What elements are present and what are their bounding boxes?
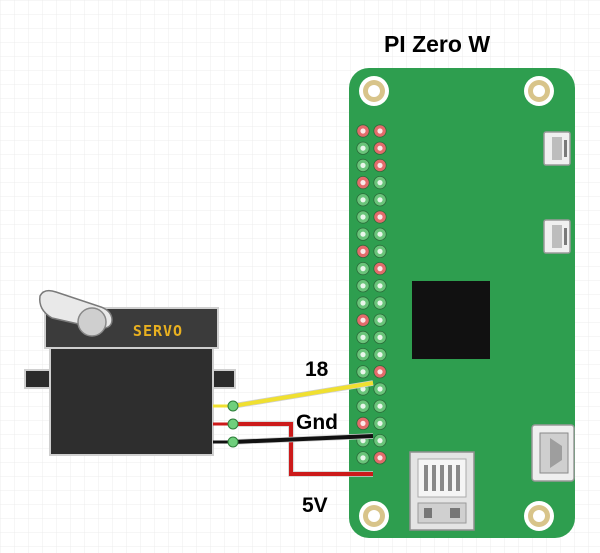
header-pin-hole [377, 214, 383, 220]
header-pin-hole [377, 438, 383, 444]
micro-usb-port-1 [543, 131, 571, 166]
header-pin-hole [360, 334, 366, 340]
mounting-hole-top-right [524, 76, 554, 106]
mounting-hole-bottom-left [359, 501, 389, 531]
servo-connector-gnd [227, 436, 239, 448]
header-pin-hole [360, 438, 366, 444]
header-pin-hole [377, 352, 383, 358]
header-pin-hole [360, 248, 366, 254]
header-pin-hole [360, 386, 366, 392]
header-pin-hole [377, 369, 383, 375]
pi-zero-board [349, 68, 575, 538]
header-pin-hole [377, 266, 383, 272]
header-pin-hole [377, 334, 383, 340]
header-pin-hole [377, 197, 383, 203]
header-pin-hole [360, 180, 366, 186]
label-gnd: Gnd [296, 411, 338, 434]
servo-connector-5v [227, 418, 239, 430]
cpu-chip [412, 281, 490, 359]
header-pin-hole [360, 300, 366, 306]
header-pin-hole [377, 403, 383, 409]
header-pin-hole [360, 420, 366, 426]
wires [213, 380, 374, 477]
header-pin-hole [377, 420, 383, 426]
header-pin-hole [360, 369, 366, 375]
servo-motor: SERVO [24, 289, 236, 456]
header-pin-hole [377, 248, 383, 254]
wire-gnd [232, 434, 374, 444]
header-pin-hole [377, 317, 383, 323]
header-pin-hole [360, 266, 366, 272]
header-pin-hole [360, 352, 366, 358]
header-pin-hole [377, 283, 383, 289]
header-pin-hole [360, 145, 366, 151]
header-pin-hole [360, 162, 366, 168]
mounting-hole-bottom-right [524, 501, 554, 531]
header-pin-hole [377, 180, 383, 186]
header-pin-hole [360, 455, 366, 461]
gpio-header [356, 124, 387, 465]
header-pin-hole [377, 386, 383, 392]
header-pin-hole [360, 403, 366, 409]
sd-card-slot [409, 451, 475, 531]
servo-connector-signal [227, 400, 239, 412]
mini-hdmi-port [531, 424, 575, 482]
servo-shaft [77, 307, 107, 337]
header-pin-hole [377, 231, 383, 237]
header-pin-hole [360, 317, 366, 323]
header-pin-hole [360, 214, 366, 220]
mounting-hole-top-left [359, 76, 389, 106]
label-pin-18: 18 [305, 358, 329, 381]
header-pin-hole [377, 162, 383, 168]
wire-5v [233, 422, 373, 476]
header-pin-hole [360, 128, 366, 134]
header-pin-hole [377, 145, 383, 151]
servo-label: SERVO [133, 322, 183, 340]
header-pin-hole [377, 455, 383, 461]
header-pin-hole [360, 197, 366, 203]
header-pin-hole [377, 128, 383, 134]
board-title: PI Zero W [384, 31, 490, 57]
header-pin-hole [360, 283, 366, 289]
servo-body [49, 342, 214, 456]
micro-usb-port-2 [543, 219, 571, 254]
header-pin-hole [377, 300, 383, 306]
header-pin-hole [360, 231, 366, 237]
label-5v: 5V [302, 494, 328, 517]
wire-signal-18 [232, 381, 374, 408]
